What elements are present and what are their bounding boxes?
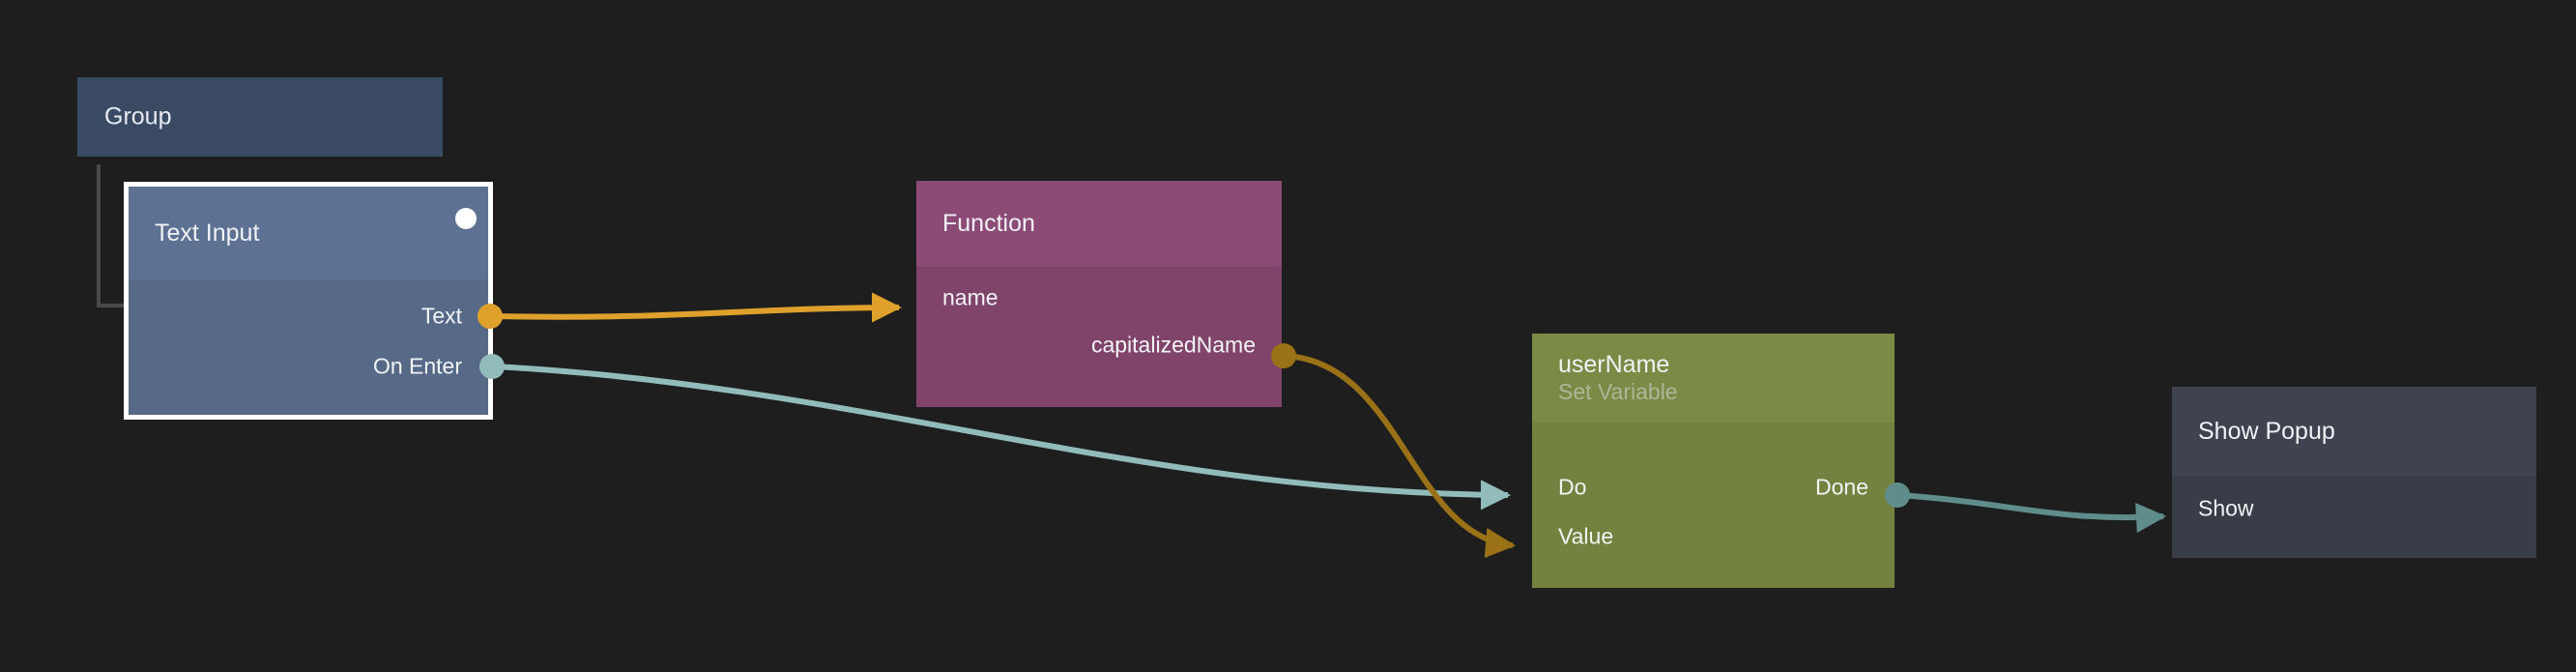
wire-done-to-show — [1898, 492, 2167, 534]
port-label-done: Done — [1815, 474, 1868, 500]
port-label-show: Show — [2198, 495, 2254, 521]
show-popup-title: Show Popup — [2198, 417, 2335, 445]
text-input-status-dot[interactable] — [455, 208, 477, 229]
set-variable-body: Do Done Value — [1532, 423, 1895, 588]
port-dot-done-out[interactable] — [1885, 482, 1910, 508]
show-popup-header[interactable]: Show Popup — [2172, 387, 2536, 476]
group-title: Group — [104, 102, 172, 131]
text-input-selection-ring — [124, 182, 493, 420]
wire-text-to-name — [489, 292, 903, 323]
port-dot-text-out[interactable] — [478, 304, 503, 329]
function-header[interactable]: Function — [916, 181, 1282, 267]
text-input-body: Text On Enter — [129, 279, 488, 415]
node-show-popup[interactable]: Show Popup Show — [2172, 387, 2536, 558]
set-variable-header[interactable]: userName Set Variable — [1532, 334, 1895, 423]
port-label-text: Text — [420, 303, 462, 329]
port-dot-on-enter-out[interactable] — [479, 354, 505, 379]
text-input-title: Text Input — [155, 219, 260, 247]
node-group[interactable]: Group — [77, 77, 443, 157]
port-label-do: Do — [1558, 474, 1587, 500]
port-dot-capitalizedname-out[interactable] — [1271, 343, 1296, 368]
node-text-input[interactable]: Text Input Text On Enter — [129, 187, 488, 415]
port-label-capitalizedname: capitalizedName — [1090, 332, 1256, 358]
function-title: Function — [942, 210, 1035, 238]
port-label-on-enter: On Enter — [372, 353, 462, 379]
node-set-variable[interactable]: userName Set Variable Do Done Value — [1532, 334, 1895, 588]
text-input-header[interactable]: Text Input — [129, 187, 488, 279]
show-popup-body: Show — [2172, 476, 2536, 558]
function-body: name capitalizedName — [916, 267, 1282, 407]
wire-capitalizedname-to-value — [1285, 353, 1517, 559]
port-label-value: Value — [1558, 523, 1614, 549]
node-function[interactable]: Function name capitalizedName — [916, 181, 1282, 407]
set-variable-title: userName — [1558, 351, 1670, 379]
set-variable-subtitle: Set Variable — [1558, 379, 1678, 405]
port-label-name: name — [942, 284, 999, 310]
